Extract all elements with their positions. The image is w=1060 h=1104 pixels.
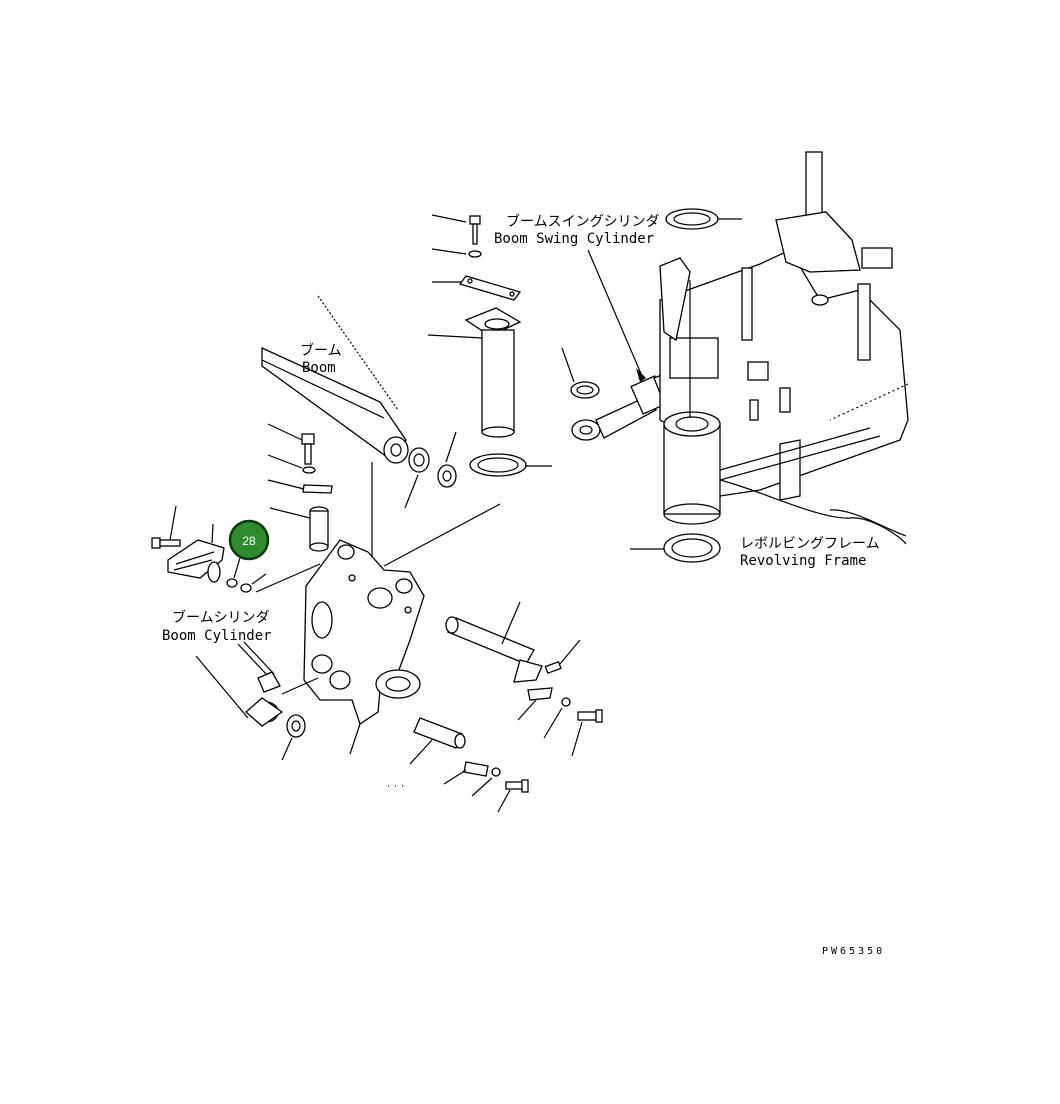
lock-plate-b[interactable]	[463, 761, 489, 777]
washer-b[interactable]	[491, 767, 501, 777]
small-nut-a[interactable]	[226, 578, 238, 588]
large-shim-center[interactable]	[469, 453, 527, 477]
cover-bracket[interactable]	[167, 539, 225, 583]
boom-pin-washer[interactable]	[302, 466, 316, 474]
shim-lower-left[interactable]	[286, 714, 306, 738]
label-boom-en: Boom	[302, 360, 336, 376]
frame-shim-top[interactable]	[665, 208, 719, 230]
label-boom-swing-cylinder-en: Boom Swing Cylinder	[494, 231, 654, 247]
boom[interactable]	[261, 295, 409, 464]
label-revolving-frame-jp: レボルビングフレーム	[740, 536, 880, 552]
cover-bolt[interactable]	[151, 537, 181, 549]
bolt-a[interactable]	[577, 709, 603, 723]
boom-cylinder-rod-end[interactable]	[237, 641, 284, 727]
revolving-frame[interactable]	[659, 151, 909, 545]
ring-left[interactable]	[408, 447, 430, 473]
frame-shim-bottom[interactable]	[663, 533, 721, 563]
top-bolt[interactable]	[469, 215, 481, 245]
boom-pin-plate[interactable]	[302, 484, 333, 494]
bolt-b[interactable]	[505, 779, 529, 793]
small-nut-b[interactable]	[240, 583, 252, 593]
boom-pin-bolt[interactable]	[301, 433, 315, 465]
drawing-code: PW65350	[822, 946, 885, 957]
retainer-plate[interactable]	[458, 275, 522, 301]
label-boom-cylinder-en: Boom Cylinder	[162, 628, 272, 644]
lock-plate-a[interactable]	[527, 687, 553, 701]
washer-a[interactable]	[561, 697, 571, 707]
grease-fitting-a[interactable]	[544, 660, 562, 674]
label-boom-jp: ブーム	[300, 342, 342, 359]
label-boom-swing-cylinder-jp: ブームスイングシリンダ	[506, 213, 660, 230]
callout-number: 28	[242, 534, 256, 548]
swing-pin-long[interactable]	[445, 616, 543, 683]
swing-bracket[interactable]	[303, 539, 425, 726]
label-revolving-frame-en: Revolving Frame	[740, 553, 866, 569]
top-washer[interactable]	[468, 250, 482, 258]
ring-right[interactable]	[437, 464, 457, 488]
swing-pin-top[interactable]	[464, 307, 522, 438]
cylinder-pin[interactable]	[413, 717, 466, 749]
boom-pin[interactable]	[309, 506, 329, 552]
shim-swing[interactable]	[570, 381, 600, 399]
callout-badge-28[interactable]: 28	[228, 519, 270, 561]
label-boom-cylinder-jp: ブームシリンダ	[172, 609, 270, 626]
